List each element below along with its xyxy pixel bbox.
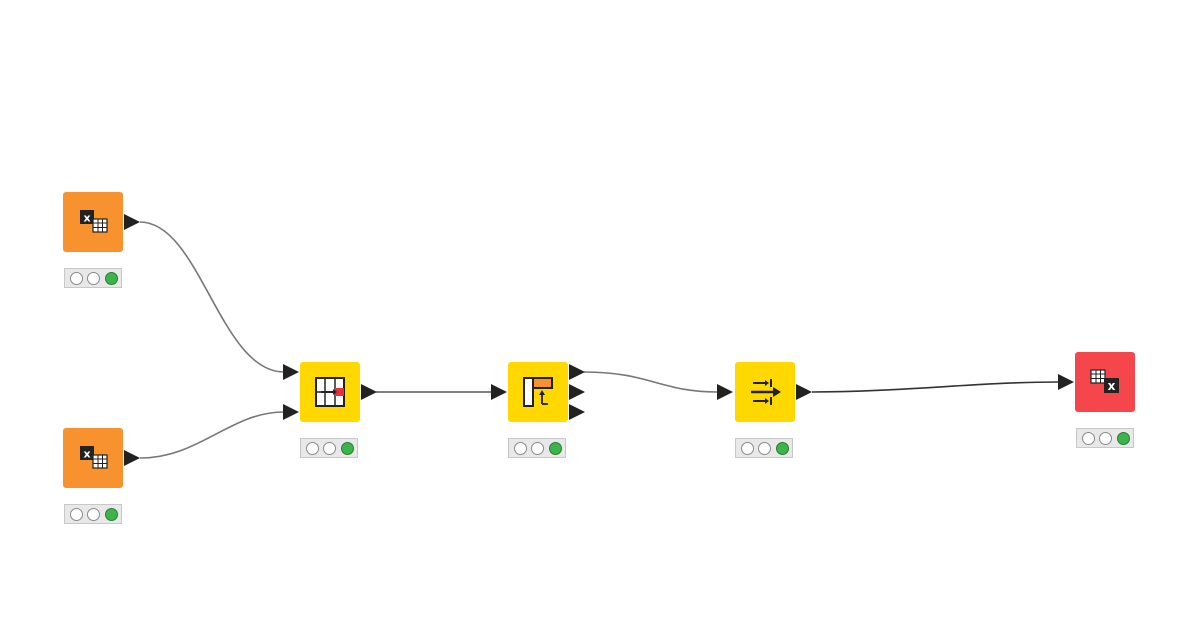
status-light-red (514, 442, 527, 455)
status-light-red (70, 272, 83, 285)
status-light-yellow (323, 442, 336, 455)
input-port[interactable] (1058, 374, 1074, 390)
splitter-node[interactable] (508, 362, 568, 422)
status-light-green (549, 442, 562, 455)
status-light-yellow (87, 272, 100, 285)
joiner-icon (315, 377, 345, 407)
status-light-yellow (87, 508, 100, 521)
output-port[interactable] (124, 450, 140, 466)
status-light-green (105, 508, 118, 521)
connection-reader2-joiner[interactable] (139, 411, 285, 459)
node-status-bar[interactable] (735, 438, 793, 458)
svg-text:x: x (1108, 379, 1116, 393)
status-light-green (776, 442, 789, 455)
column-transform-node[interactable] (735, 362, 795, 422)
node-status-bar[interactable] (508, 438, 566, 458)
excel-reader-icon: x (80, 446, 108, 469)
excel-writer-node[interactable]: x (1075, 352, 1135, 412)
status-light-red (741, 442, 754, 455)
node-status-bar[interactable] (64, 268, 122, 288)
status-light-yellow (1099, 432, 1112, 445)
input-port[interactable] (491, 384, 507, 400)
input-port-1[interactable] (283, 364, 299, 380)
output-port-3[interactable] (569, 404, 585, 420)
output-port[interactable] (796, 384, 812, 400)
status-light-red (70, 508, 83, 521)
status-light-green (1117, 432, 1130, 445)
column-transform-icon (751, 379, 781, 405)
excel-writer-icon: x (1090, 369, 1119, 393)
status-light-green (341, 442, 354, 455)
joiner-node[interactable] (300, 362, 360, 422)
node-status-bar[interactable] (64, 504, 122, 524)
splitter-icon (523, 377, 553, 407)
excel-reader-node-1[interactable]: x (63, 192, 123, 252)
status-light-yellow (758, 442, 771, 455)
svg-text:x: x (83, 212, 90, 225)
input-port-2[interactable] (283, 404, 299, 420)
status-light-yellow (531, 442, 544, 455)
input-port[interactable] (717, 384, 733, 400)
connection-columns-writer[interactable] (811, 381, 1059, 393)
output-port[interactable] (124, 214, 140, 230)
output-port-1[interactable] (569, 364, 585, 380)
excel-reader-icon: x (80, 210, 108, 233)
node-status-bar[interactable] (300, 438, 358, 458)
node-status-bar[interactable] (1076, 428, 1134, 448)
connection-splitter-columns[interactable] (583, 371, 719, 393)
svg-text:x: x (83, 448, 90, 461)
status-light-red (306, 442, 319, 455)
status-light-green (105, 272, 118, 285)
excel-reader-node-2[interactable]: x (63, 428, 123, 488)
output-port-2[interactable] (569, 384, 585, 400)
status-light-red (1082, 432, 1095, 445)
connection-reader1-joiner[interactable] (139, 221, 285, 373)
output-port[interactable] (361, 384, 377, 400)
